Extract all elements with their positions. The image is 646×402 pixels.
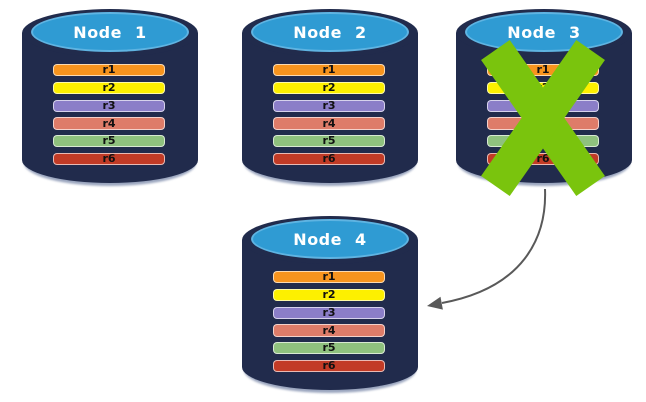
row-label: r5 (322, 341, 336, 355)
row-label: r4 (102, 116, 116, 130)
replica-row-r1: r1 (273, 63, 385, 77)
row-label: r4 (322, 116, 336, 130)
replica-row-r5: r5 (273, 341, 385, 355)
replica-row-r2: r2 (273, 287, 385, 302)
replica-list: r1 r2 r3 r4 r5 r6 (53, 63, 165, 166)
row-label: r1 (322, 270, 336, 284)
row-label: r3 (322, 98, 336, 112)
replica-row-r1: r1 (273, 270, 385, 284)
row-label: r4 (322, 323, 336, 337)
node-1-cylinder: Node 1 r1 r2 r3 r4 r5 r6 (22, 9, 198, 186)
replica-row-r6: r6 (273, 152, 385, 166)
row-label: r5 (102, 134, 116, 148)
replica-row-r2: r2 (273, 80, 385, 95)
replica-row-r2: r2 (53, 80, 165, 95)
replica-row-r1: r1 (53, 63, 165, 77)
replica-row-r5: r5 (53, 134, 165, 148)
arrow-head (427, 296, 443, 310)
replica-row-r6: r6 (53, 152, 165, 166)
row-label: r2 (322, 287, 336, 301)
node-3-cylinder: Node 3 r1 r2 r3 r4 r5 r6 (456, 9, 632, 197)
row-label: r1 (102, 63, 116, 77)
row-label: r1 (322, 63, 336, 77)
arrow-curve (441, 188, 547, 304)
replica-row-r3: r3 (273, 305, 385, 319)
replica-row-r3: r3 (53, 98, 165, 112)
replica-row-r4: r4 (273, 116, 385, 130)
replica-row-r3: r3 (273, 98, 385, 112)
cylinder-top: Node 2 (251, 12, 409, 52)
node-4-cylinder: Node 4 r1 r2 r3 r4 r5 r6 (242, 216, 418, 393)
replica-list: r1 r2 r3 r4 r5 r6 (273, 270, 385, 373)
row-label: r2 (102, 80, 116, 94)
replica-list: r1 r2 r3 r4 r5 r6 (273, 63, 385, 166)
cylinder-top: Node 3 (465, 12, 623, 52)
replica-row-r5: r5 (273, 134, 385, 148)
row-label: r5 (322, 134, 336, 148)
row-label: r6 (102, 152, 116, 166)
row-label: r6 (536, 152, 550, 166)
replica-row-r4: r4 (273, 323, 385, 337)
replica-row-r4: r4 (53, 116, 165, 130)
node-title: Node 2 (293, 22, 367, 42)
row-label: r1 (536, 63, 550, 77)
row-label: r6 (322, 152, 336, 166)
node-2-cylinder: Node 2 r1 r2 r3 r4 r5 r6 (242, 9, 418, 186)
replica-row-r6: r6 (273, 359, 385, 373)
row-label: r6 (322, 359, 336, 373)
cylinder-top: Node 4 (251, 219, 409, 259)
row-label: r2 (322, 80, 336, 94)
node-title: Node 3 (507, 22, 581, 42)
node-title: Node 1 (73, 22, 147, 42)
failure-x-icon (481, 39, 605, 197)
row-label: r3 (102, 98, 116, 112)
row-label: r3 (322, 305, 336, 319)
node-title: Node 4 (293, 229, 367, 249)
cylinder-top: Node 1 (31, 12, 189, 52)
